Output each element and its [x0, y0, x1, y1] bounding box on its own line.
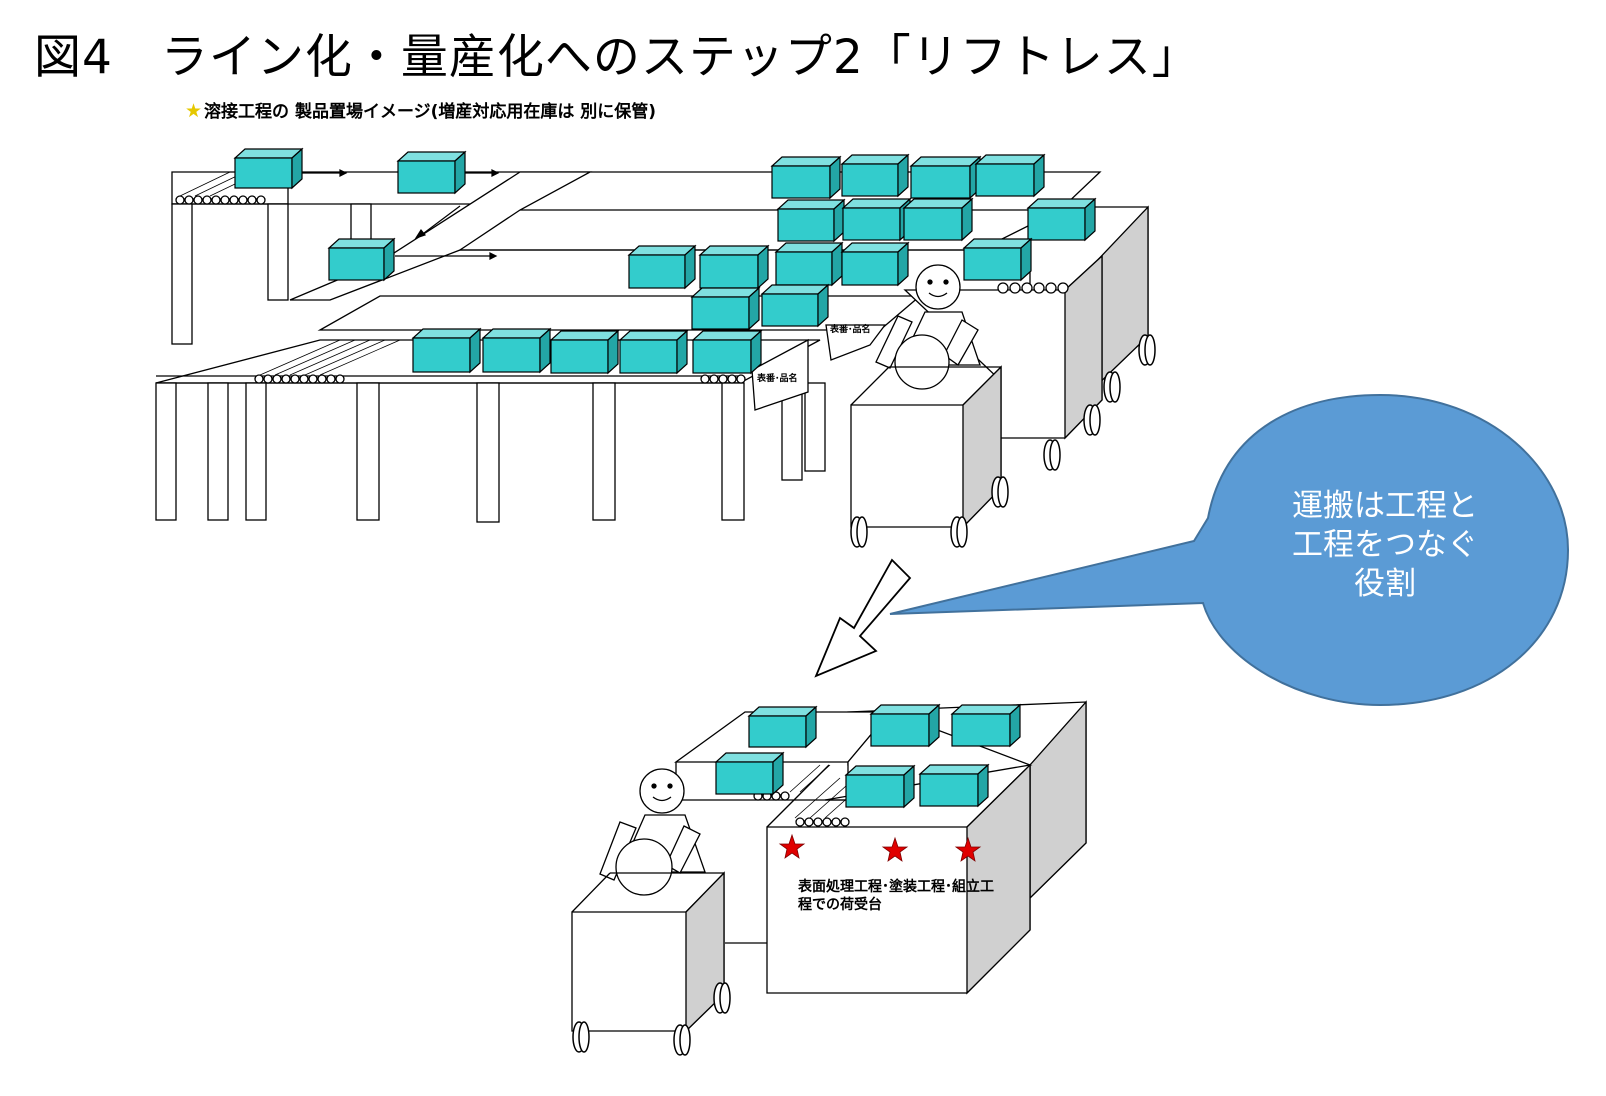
star-icon: ★: [185, 100, 203, 122]
product-box: [844, 764, 916, 809]
red-star-icon: [778, 833, 806, 859]
product-box: [1026, 197, 1097, 242]
product-box: [691, 329, 763, 375]
product-boxes-lower: [714, 703, 1022, 809]
product-box: [902, 197, 974, 242]
product-box: [698, 244, 770, 290]
station-star-markers: [778, 833, 982, 862]
page-title: 図4 ライン化・量産化へのステップ2「リフトレス」: [34, 30, 1200, 85]
product-box: [974, 153, 1046, 198]
product-box: [840, 241, 910, 287]
downward-arrow: [814, 558, 912, 678]
small-tag: 表番･品名: [830, 325, 871, 335]
product-box: [690, 286, 761, 331]
callout-line: 運搬は工程と: [1292, 488, 1478, 524]
product-box: [233, 147, 304, 190]
small-tag: 表番･品名: [757, 374, 798, 384]
transport-cart-upper-front: [850, 365, 1009, 548]
worker-figure-upper: [875, 264, 981, 390]
product-box: [714, 751, 785, 796]
station-label: 表面処理工程･塗装工程･組立工 程での荷受台: [798, 878, 1048, 914]
product-box: [481, 327, 552, 374]
product-box: [549, 329, 620, 375]
red-star-icon: [954, 836, 982, 862]
product-box: [909, 155, 982, 200]
product-box: [869, 703, 941, 748]
station-label-line: 程での荷受台: [798, 897, 882, 913]
station-label-line: 表面処理工程･塗装工程･組立工: [798, 879, 994, 895]
product-box: [411, 327, 482, 374]
product-box: [841, 197, 912, 242]
product-box: [770, 155, 842, 200]
callout-line: 役割: [1354, 566, 1416, 602]
receiving-station: [673, 700, 1087, 995]
product-box: [618, 329, 689, 375]
product-box: [774, 241, 844, 287]
subtitle: ★溶接工程の 製品置場イメージ(増産対応用在庫は 別に保管): [185, 97, 656, 122]
callout-bubble: [889, 393, 1570, 707]
product-box: [747, 705, 818, 749]
transport-cart-lower: [571, 871, 731, 1056]
product-box: [776, 198, 846, 243]
product-box: [760, 283, 830, 328]
product-box: [918, 763, 990, 808]
red-star-icon: [881, 836, 909, 862]
product-box: [962, 237, 1033, 282]
product-box: [327, 237, 396, 282]
worker-figure-lower: [599, 768, 706, 896]
callout-text: 運搬は工程と 工程をつなぐ 役割: [1266, 487, 1504, 604]
product-boxes-upper: [233, 147, 1097, 375]
product-box: [627, 244, 697, 290]
product-box: [840, 153, 910, 198]
product-box: [396, 150, 467, 195]
product-box: [950, 703, 1022, 748]
callout-line: 工程をつなぐ: [1292, 527, 1478, 563]
subtitle-text: 溶接工程の 製品置場イメージ(増産対応用在庫は 別に保管): [204, 102, 657, 122]
